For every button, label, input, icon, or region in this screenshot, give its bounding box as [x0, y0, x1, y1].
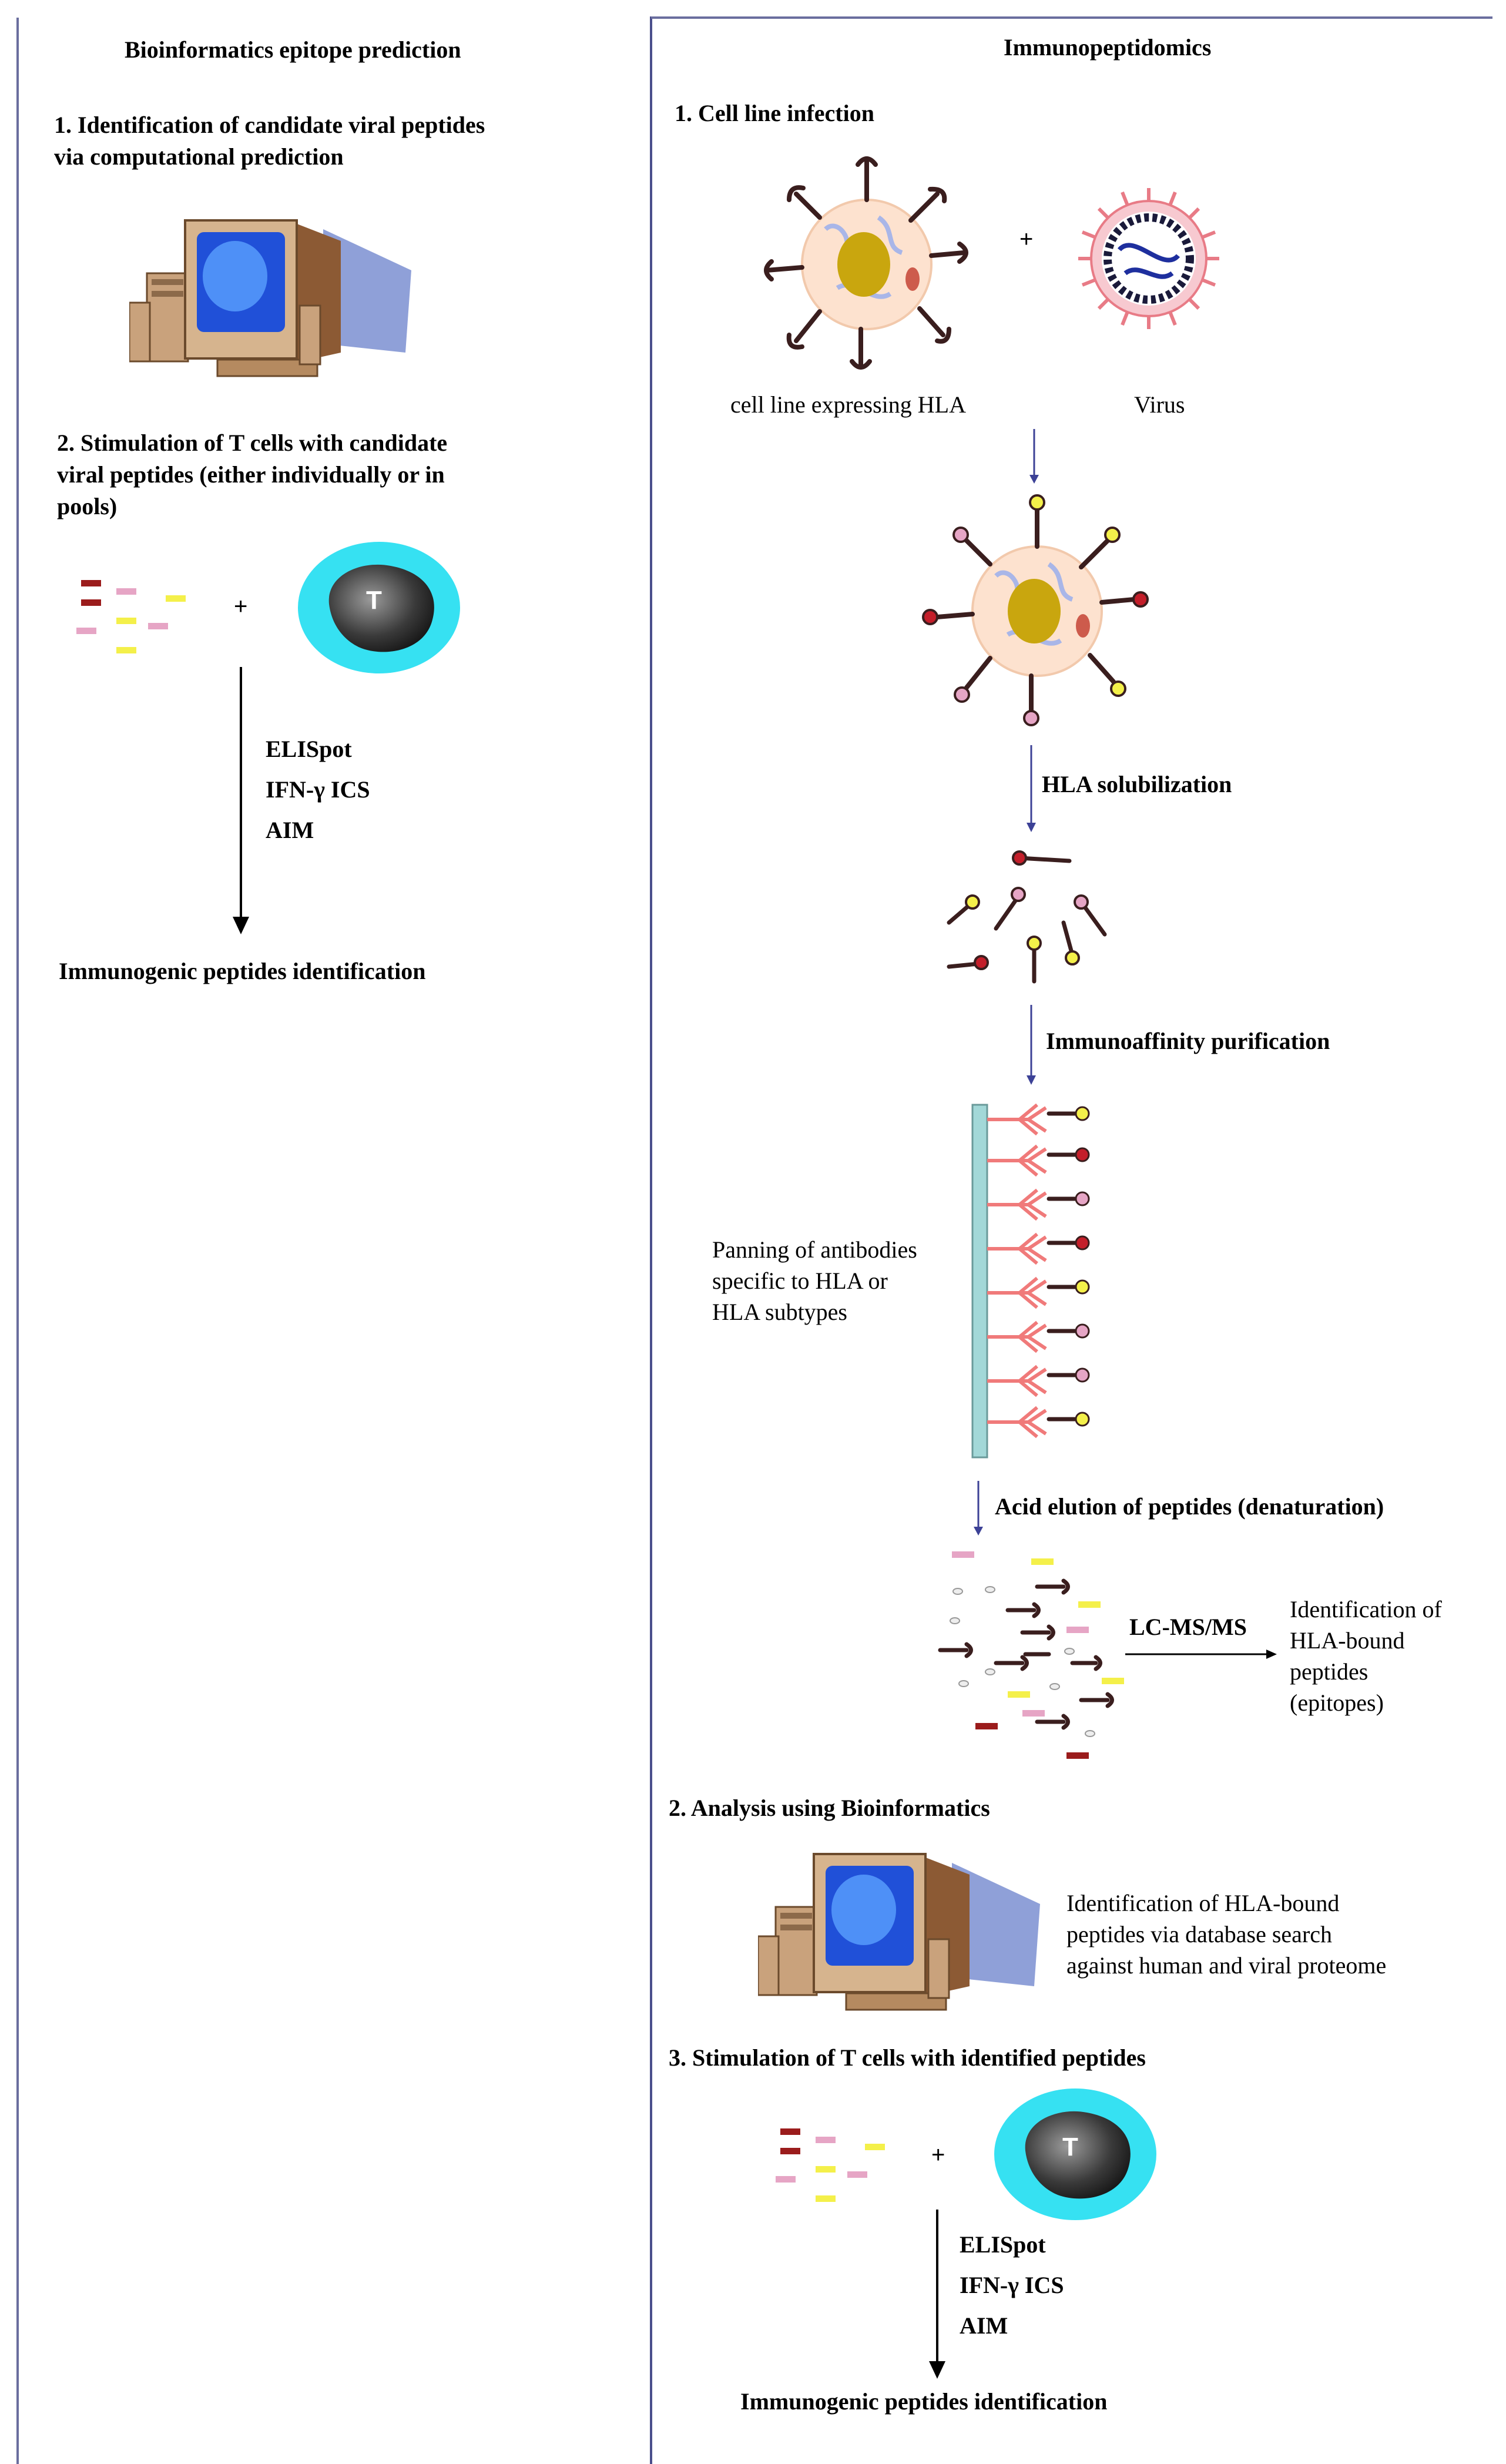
- left-step1-title: 1. Identification of candidate viral pep…: [54, 112, 485, 170]
- hla-solubilization-label: HLA solubilization: [1042, 771, 1232, 797]
- immunoaffinity-arrow: [1027, 1005, 1036, 1085]
- infected-cell-icon: [922, 494, 1149, 726]
- t-cell-icon: T: [298, 542, 460, 673]
- soluble-hla-icon: [947, 850, 1107, 984]
- right-result-label: Immunogenic peptides identification: [740, 2388, 1108, 2415]
- right-column-title: Immunopeptidomics: [1004, 34, 1212, 61]
- t-cell-icon-2: T: [994, 2088, 1156, 2220]
- virus-icon: [1078, 188, 1219, 329]
- left-assay-ics: IFN-γ ICS: [266, 776, 370, 803]
- left-down-arrow: [233, 667, 249, 934]
- cell-line-label: cell line expressing HLA: [730, 391, 966, 418]
- left-column-title: Bioinformatics epitope prediction: [125, 36, 461, 63]
- svg-text:T: T: [366, 586, 382, 615]
- peptide-mix-icon: [76, 580, 186, 653]
- hla-solubilization-arrow: [1027, 745, 1036, 832]
- immunoaffinity-label: Immunoaffinity purification: [1046, 1028, 1330, 1054]
- left-result-label: Immunogenic peptides identification: [59, 958, 426, 984]
- acid-elution-arrow: [974, 1481, 983, 1536]
- database-search-label: Identification of HLA-bound peptides via…: [1066, 1890, 1387, 1979]
- right-down-arrow: [929, 2210, 945, 2379]
- panning-label: Panning of antibodies specific to HLA or…: [712, 1236, 917, 1325]
- computer-icon-2: [758, 1853, 1040, 2011]
- lcms-arrow: [1125, 1650, 1277, 1659]
- left-assay-list: ELISpot IFN-γ ICS AIM: [266, 729, 370, 850]
- right-plus-sign: +: [1019, 226, 1034, 252]
- right-step2-title: 2. Analysis using Bioinformatics: [669, 1795, 990, 1821]
- right-step1-title: 1. Cell line infection: [675, 100, 874, 126]
- left-step2-title: 2. Stimulation of T cells with candidate…: [57, 430, 448, 519]
- right-assay-elispot: ELISpot: [960, 2231, 1046, 2258]
- svg-text:T: T: [1062, 2133, 1078, 2161]
- left-plus-sign: +: [234, 594, 248, 619]
- acid-elution-label: Acid elution of peptides (denaturation): [995, 1493, 1384, 1520]
- infection-arrow: [1029, 429, 1039, 484]
- antibody-column-icon: [971, 1103, 1090, 1459]
- left-assay-elispot: ELISpot: [266, 736, 352, 762]
- right-assay-list: ELISpot IFN-γ ICS AIM: [960, 2224, 1064, 2346]
- right-step3-title: 3. Stimulation of T cells with identifie…: [669, 2044, 1146, 2071]
- right-assay-aim: AIM: [960, 2312, 1008, 2339]
- left-assay-aim: AIM: [266, 817, 314, 843]
- right-plus-sign-2: +: [931, 2142, 945, 2168]
- lcms-label: LC-MS/MS: [1129, 1614, 1247, 1640]
- lcms-result-label: Identification of HLA-bound peptides (ep…: [1290, 1596, 1442, 1716]
- virus-label: Virus: [1134, 391, 1185, 418]
- right-assay-ics: IFN-γ ICS: [960, 2272, 1064, 2298]
- hla-cell-icon: [764, 156, 968, 370]
- computer-icon: [129, 219, 411, 377]
- peptide-mix-icon-2: [776, 2128, 885, 2202]
- eluted-peptides-icon: [938, 1551, 1124, 1759]
